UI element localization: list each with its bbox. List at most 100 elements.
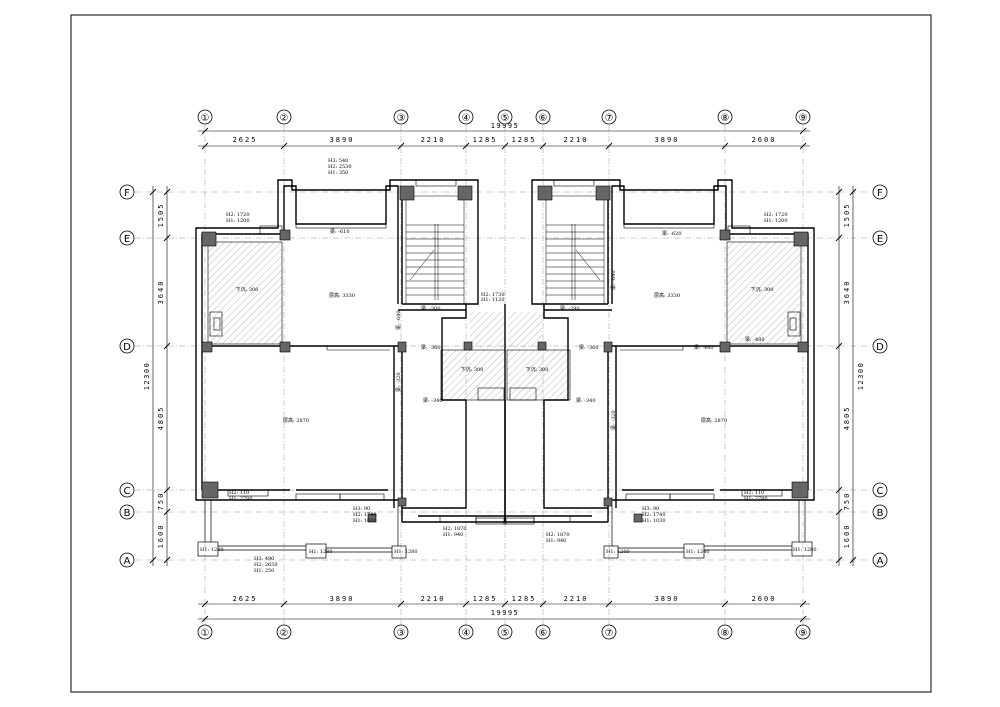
- dim-right-1: 1505: [843, 203, 851, 228]
- note-right-c-window-h1: H1: 2780: [744, 496, 768, 502]
- note-right-e-window-h1: H1: 1200: [764, 218, 788, 224]
- axis-col-6-bottom: ⑥: [539, 628, 548, 639]
- note-right-beam-sunken: 梁: -480: [745, 336, 765, 343]
- note-left-beam-center: 梁: -340: [423, 397, 443, 404]
- note-left-a-rail2: H1: 1280: [309, 549, 333, 555]
- note-left-b-door-h2: H2: 1870: [443, 526, 467, 532]
- dim-top-6: 2210: [564, 136, 589, 144]
- note-right-beam-d: 梁: -360: [579, 344, 599, 351]
- structural-columns: [201, 185, 809, 523]
- room-left-sunken: 下沉: 300: [236, 286, 259, 293]
- note-top-window-h3: H3: 540: [328, 158, 348, 164]
- column-axis-bubbles-bottom: [197, 624, 811, 640]
- axis-row-f-right: F: [877, 188, 883, 199]
- axis-row-b-right: B: [877, 508, 884, 519]
- axis-col-8-top: ⑧: [721, 113, 730, 124]
- axis-col-9-top: ⑨: [799, 113, 808, 124]
- dim-top-4: 1285: [473, 136, 498, 144]
- note-top-window-h1: H1: 350: [328, 170, 348, 176]
- note-right-vbeam-lower: 梁: -320: [610, 410, 617, 430]
- dim-bottom-3: 2210: [421, 595, 446, 603]
- dim-top-1: 2625: [233, 136, 258, 144]
- dim-left-1: 1505: [157, 203, 165, 228]
- note-right-c-window2-h3: H3: 90: [642, 506, 659, 512]
- axis-row-b-left: B: [124, 508, 131, 519]
- note-left-a-h3: H3: 490: [254, 556, 274, 562]
- room-right-lower: 层高: 2870: [701, 417, 727, 424]
- note-left-e-window-h1: H1: 1200: [226, 218, 250, 224]
- note-right-b-door-h2: H2: 1870: [546, 532, 570, 538]
- dim-bottom-1: 2625: [233, 595, 258, 603]
- note-left-a-h2: H2: 2650: [254, 562, 278, 568]
- note-left-c-window2-h3: H3: 90: [353, 506, 370, 512]
- axis-col-7-top: ⑦: [605, 113, 614, 124]
- note-stair-window-h2: H2: 1730: [481, 292, 505, 298]
- note-left-c-window2-h1: H1: 1030: [353, 518, 377, 524]
- bottom-dimensions: 2625 3890 2210 1285 1285 2210 3890 2600 …: [233, 595, 775, 617]
- axis-col-4-bottom: ④: [462, 628, 471, 639]
- dim-right-3: 4805: [843, 406, 851, 431]
- note-left-a-rail: H1: 1280: [200, 547, 224, 553]
- dim-left-3: 4805: [157, 406, 165, 431]
- note-right-c-window2-h2: H2: 1740: [642, 512, 666, 518]
- note-right-a-rail2: H1: 1240: [686, 549, 710, 555]
- dim-top-2: 3890: [330, 136, 355, 144]
- note-right-a-rail3: H1: 1280: [793, 547, 817, 553]
- room-left-upper: 层高: 3330: [329, 292, 355, 299]
- axis-row-a-right: A: [877, 556, 884, 567]
- row-axis-labels-right: F E D C B A: [876, 188, 884, 567]
- note-right-beam-center: 梁: -340: [576, 397, 596, 404]
- note-left-a-h1: H1: 250: [254, 568, 274, 574]
- axis-row-e-right: E: [877, 234, 883, 245]
- dim-right-2: 3640: [843, 280, 851, 305]
- dim-top-7: 3890: [655, 136, 680, 144]
- note-left-b-door-h1: H1: 940: [443, 532, 463, 538]
- axis-row-c-left: C: [124, 486, 131, 497]
- axis-col-8-bottom: ⑧: [721, 628, 730, 639]
- axis-col-3-bottom: ③: [397, 628, 406, 639]
- note-right-b-door-h1: H1: 940: [546, 538, 566, 544]
- row-axis-bubbles-left: [119, 184, 135, 568]
- column-axis-labels-bottom: ① ② ③ ④ ⑤ ⑥ ⑦ ⑧ ⑨: [201, 628, 808, 639]
- dim-right-4: 750: [843, 492, 851, 511]
- note-left-beam-d: 梁: -360: [421, 344, 441, 351]
- axis-col-1-bottom: ①: [201, 628, 210, 639]
- inner-lines: [207, 179, 802, 525]
- room-right-upper: 层高: 3330: [654, 292, 680, 299]
- note-left-vbeam-upper: 梁: -640: [395, 310, 402, 330]
- axis-col-7-bottom: ⑦: [605, 628, 614, 639]
- top-dimensions: 2625 3890 2210 1285 1285 2210 3890 2600 …: [233, 122, 777, 144]
- room-center-sunken-left: 下沉: 300: [461, 366, 484, 373]
- note-right-beam-e: 梁: -620: [662, 230, 682, 237]
- axis-col-9-bottom: ⑨: [799, 628, 808, 639]
- dim-left-2: 3640: [157, 280, 165, 305]
- dim-bottom-4: 1285: [473, 595, 498, 603]
- note-stair-window-h1: H1: 1120: [481, 297, 505, 303]
- dim-left-4: 750: [157, 492, 165, 511]
- dim-left-total: 12300: [143, 362, 151, 391]
- axis-row-d-left: D: [123, 342, 131, 353]
- dim-bottom-total: 19995: [491, 609, 520, 617]
- axis-row-d-right: D: [876, 342, 884, 353]
- note-right-vbeam-upper: 梁: -640: [610, 270, 617, 290]
- left-dimensions: 1505 3640 4805 750 1600 12300: [143, 203, 165, 549]
- terrace-railings: [197, 500, 813, 559]
- axis-col-1-top: ①: [201, 113, 210, 124]
- dim-right-total: 12300: [857, 362, 865, 391]
- note-left-beam-e: 梁: -610: [330, 228, 350, 235]
- column-axis-bubbles-top: [197, 109, 811, 125]
- dim-bottom-5: 1285: [512, 595, 537, 603]
- room-left-lower: 层高: 2870: [283, 417, 309, 424]
- dim-bottom-6: 2210: [564, 595, 589, 603]
- note-top-window-h2: H2: 2530: [328, 164, 352, 170]
- note-left-beam-stair: 梁: -300: [421, 305, 441, 312]
- note-right-a-rail: H1: 1240: [606, 549, 630, 555]
- dimension-lines: [152, 130, 854, 620]
- drawing-frame: [70, 14, 932, 693]
- note-right-e-window-h2: H2: 1720: [764, 212, 788, 218]
- dim-top-8: 2600: [752, 136, 777, 144]
- stair-left: [405, 195, 465, 305]
- room-center-sunken-right: 下沉: 300: [526, 366, 549, 373]
- dim-top-total: 19995: [491, 122, 520, 130]
